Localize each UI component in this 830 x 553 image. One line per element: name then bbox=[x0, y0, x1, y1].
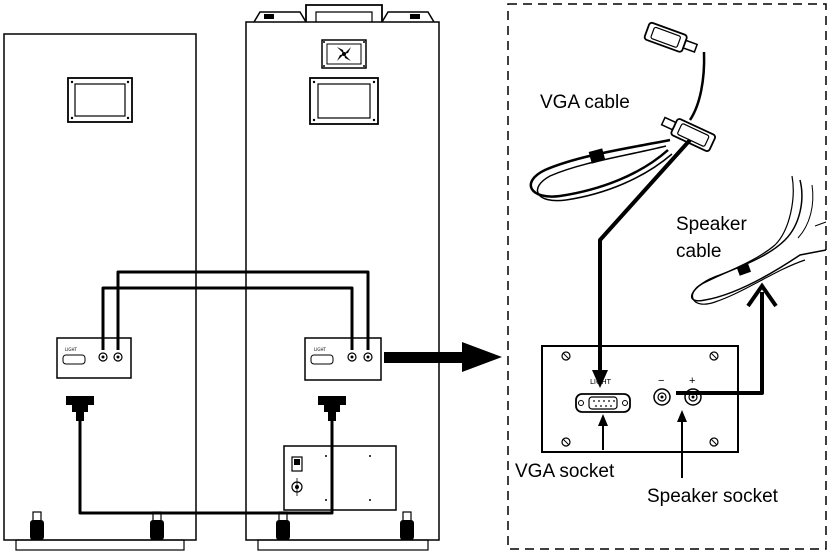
left-vga-plug bbox=[66, 396, 94, 421]
detail-panel-light-label: LIGHT bbox=[590, 378, 612, 386]
vga-socket-pointer bbox=[598, 414, 608, 450]
detail-panel-plus-label: + bbox=[689, 375, 695, 387]
left-cabinet: LIGHT bbox=[3, 33, 197, 551]
middle-vga-plug bbox=[318, 396, 346, 421]
detail-connection-panel: LIGHT − + bbox=[541, 345, 739, 453]
power-switch-icon bbox=[291, 456, 303, 472]
top-handles bbox=[253, 4, 435, 23]
fan-icon bbox=[321, 39, 367, 69]
vga-socket-icon bbox=[575, 393, 631, 413]
vga-connection-arrow bbox=[592, 138, 692, 388]
inter-cabinet-vga-cable bbox=[78, 421, 334, 515]
detail-panel-minus-label: − bbox=[658, 375, 664, 387]
middle-display-window bbox=[309, 77, 379, 125]
vga-cable-label: VGA cable bbox=[540, 92, 630, 113]
speaker-cable bbox=[691, 175, 827, 305]
middle-cabinet-casters bbox=[276, 511, 414, 540]
speaker-connection-arrow bbox=[676, 282, 778, 395]
middle-cabinet: LIGHT bbox=[245, 4, 440, 551]
detail-frame bbox=[507, 3, 827, 550]
left-cabinet-casters bbox=[30, 511, 164, 540]
left-connection-panel: LIGHT bbox=[56, 337, 132, 379]
speaker-socket-pointer bbox=[677, 410, 687, 478]
inter-cabinet-speaker-cables bbox=[101, 270, 370, 350]
zoom-arrow bbox=[384, 342, 502, 372]
power-inlet-icon bbox=[291, 478, 303, 496]
left-panel-light-label: LIGHT bbox=[65, 347, 78, 352]
speaker-cable-label-line1: Speaker bbox=[676, 214, 747, 235]
left-display-window bbox=[67, 77, 133, 123]
vga-socket-label: VGA socket bbox=[515, 461, 615, 482]
speaker-socket-plus-icon bbox=[684, 388, 702, 406]
middle-connection-panel: LIGHT bbox=[304, 337, 382, 381]
speaker-socket-minus-icon bbox=[653, 388, 671, 406]
speaker-socket-label: Speaker socket bbox=[647, 486, 779, 507]
middle-panel-light-label: LIGHT bbox=[314, 347, 327, 352]
power-panel bbox=[283, 445, 397, 511]
speaker-cable-label-line2: cable bbox=[676, 241, 721, 262]
